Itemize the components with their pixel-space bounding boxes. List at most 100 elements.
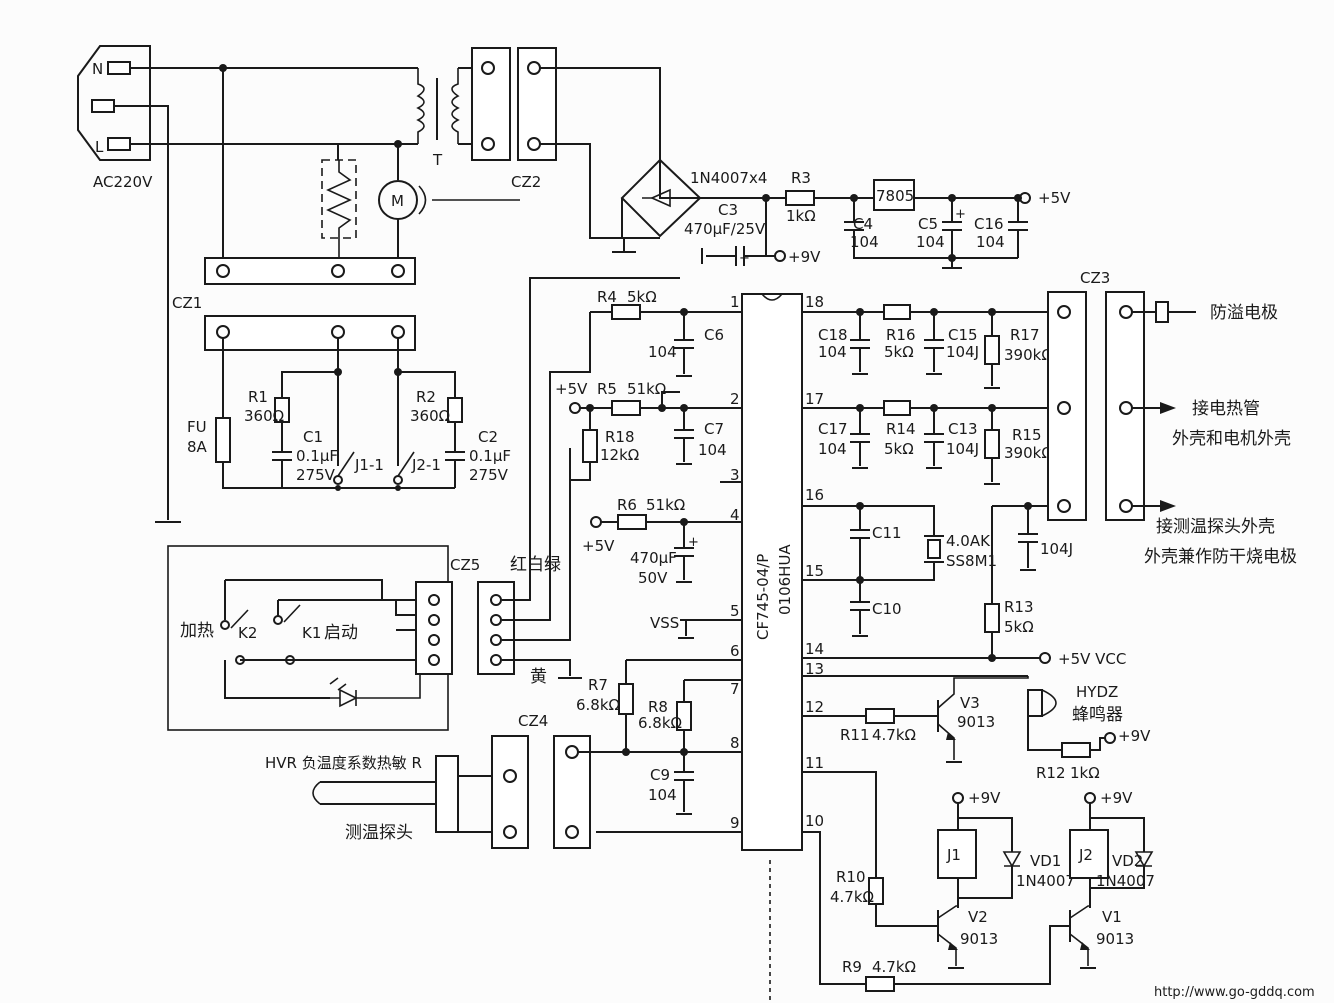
label-c3: C3 [718,201,738,219]
label-c7: C7 [704,420,724,438]
label-r17: R17 [1010,326,1040,344]
label-xtal: 4.0AK [946,532,991,550]
label-c2: C2 [478,428,498,446]
label-v1t: 9013 [1096,930,1134,948]
label-plus5v-r6: +5V [582,537,615,555]
label-cz1: CZ1 [172,294,202,312]
pin-17: 17 [805,390,824,408]
ic-name: CF745-04/P [754,554,772,640]
label-ac220v: AC220V [93,173,153,191]
connector-cz5-right [477,581,515,675]
pin-6: 6 [730,642,740,660]
label-vd1t: 1N4007 [1016,872,1075,890]
label-c16v: 104 [976,233,1005,251]
label-r3v: 1kΩ [786,207,816,225]
label-vd1: VD1 [1030,852,1061,870]
connector-cz1-bottom [204,315,416,351]
pin-11: 11 [805,754,824,772]
label-vcc: +5V VCC [1058,650,1126,668]
pin-16: 16 [805,486,824,504]
label-start: 启动 [324,623,358,643]
svg-text:+: + [739,251,750,266]
buzzer [1027,689,1057,751]
label-r10: R10 [836,868,866,886]
pin-7: 7 [730,680,740,698]
label-hydz: HYDZ [1076,683,1118,701]
pin-4: 4 [730,506,740,524]
label-r16v: 5kΩ [884,343,914,361]
label-e2a: 接电热管 [1192,399,1260,419]
label-k2: K2 [238,624,257,642]
pin-10: 10 [805,812,824,830]
mains-plug: N L AC220V [77,45,153,191]
label-cap50v: 50V [638,569,668,587]
label-r18: R18 [605,428,635,446]
label-r3: R3 [791,169,811,187]
label-c104j: 104J [1040,540,1073,558]
label-c9v: 104 [648,786,677,804]
label-r13: R13 [1004,598,1034,616]
label-cz5: CZ5 [450,556,480,574]
label-c6v: 104 [648,343,677,361]
label-c16: C16 [974,215,1004,233]
transistor-v2 [937,905,964,969]
label-bridge: 1N4007x4 [690,169,767,187]
pin-5: 5 [730,602,740,620]
label-t: T [432,151,443,169]
label-v2t: 9013 [960,930,998,948]
label-r16: R16 [886,326,916,344]
connector-cz4-left [491,735,529,849]
label-c4: C4 [853,215,873,233]
label-yellow: 黄 [530,667,547,687]
svg-text:+: + [955,207,966,222]
svg-text:+: + [688,535,699,550]
label-xtal2: SS8M1 [946,552,997,570]
pin-2: 2 [730,390,740,408]
label-r9v: 4.7kΩ [872,958,916,976]
label-c7v: 104 [698,441,727,459]
label-r2: R2 [416,388,436,406]
ic-code: 0106HUA [776,544,794,615]
label-c3v: 470μF/25V [684,220,766,238]
label-plus5v-top: +5V [1038,189,1071,207]
regulator-7805 [873,179,915,211]
label-c5: C5 [918,215,938,233]
connector-cz5-left [415,581,453,675]
pin-14: 14 [805,640,824,658]
label-c18v: 104 [818,343,847,361]
label-heat: 加热 [180,621,214,641]
label-r18v: 12kΩ [600,446,639,464]
label-r14: R14 [886,420,916,438]
label-c11: C11 [872,524,902,542]
label-m: M [391,192,404,210]
label-c4v: 104 [850,233,879,251]
label-v2: V2 [968,908,988,926]
pin-15: 15 [805,562,824,580]
label-colors: 红白绿 [510,555,561,575]
label-e2b: 外壳和电机外壳 [1172,429,1291,449]
label-cz2: CZ2 [511,173,541,191]
label-r8v: 6.8kΩ [638,714,682,732]
label-cz4: CZ4 [518,712,548,730]
source-url: http://www.go-gddq.com [1154,985,1315,1000]
label-r7v: 6.8kΩ [576,696,620,714]
label-c13: C13 [948,420,978,438]
label-r11v: 4.7kΩ [872,726,916,744]
label-r4: R4 [597,288,617,306]
label-plus9v-j2: +9V [1100,789,1133,807]
label-plus9v-buzzer: +9V [1118,727,1151,745]
label-buzzer: 蜂鸣器 [1072,705,1123,725]
label-c13v: 104J [946,440,979,458]
label-k1: K1 [302,624,321,642]
label-r10v: 4.7kΩ [830,888,874,906]
label-n: N [92,60,103,78]
connector-block [471,47,511,161]
pin-9: 9 [730,814,740,832]
label-r2v: 360Ω [410,407,450,425]
label-c9: C9 [650,766,670,784]
label-r12v: 1kΩ [1070,764,1100,782]
label-c15v: 104J [946,343,979,361]
label-r9: R9 [842,958,862,976]
